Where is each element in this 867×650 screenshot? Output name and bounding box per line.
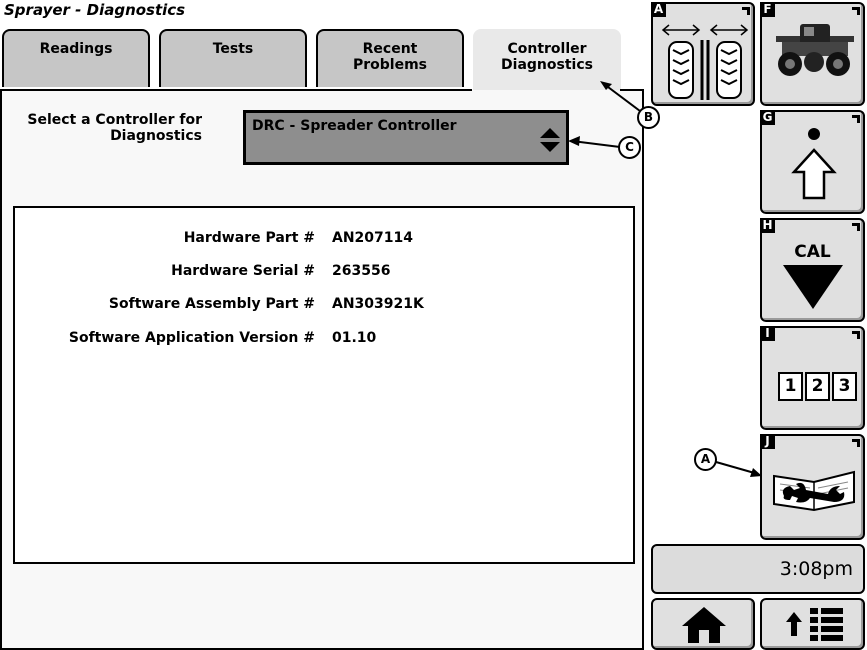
softkey-letter: A — [651, 2, 666, 17]
panel-border — [620, 89, 644, 91]
up-down-arrows-icon — [540, 128, 560, 152]
tab-label: Recent — [362, 41, 418, 57]
track-spacing-icon — [661, 24, 749, 100]
software-assembly-part-label: Software Assembly Part # — [108, 296, 315, 312]
tab-recent-problems[interactable]: Recent Problems — [316, 29, 464, 87]
cal-label: CAL — [794, 242, 831, 262]
software-version-value: 01.10 — [332, 330, 377, 346]
tab-label: Diagnostics — [501, 57, 593, 73]
callout-c: C — [618, 136, 641, 159]
hardware-serial-value: 263556 — [332, 263, 391, 279]
tab-label: Controller — [507, 41, 587, 57]
software-assembly-part-value: AN303921K — [332, 296, 424, 312]
softkey-h-calibration[interactable]: H CAL — [760, 218, 865, 322]
softkey-f-vehicle[interactable]: F — [760, 2, 865, 106]
softkey-letter: I — [760, 326, 775, 341]
hardware-part-value: AN207114 — [332, 230, 413, 246]
sprayer-vehicle-icon — [776, 24, 854, 76]
softkey-a-track-spacing[interactable]: A — [651, 2, 755, 106]
callout-a: A — [694, 448, 717, 471]
tab-controller-diagnostics[interactable]: Controller Diagnostics — [473, 29, 621, 91]
menu-list-icon — [786, 608, 843, 641]
corner-mark — [852, 331, 860, 339]
softkey-i-numeric[interactable]: I 1 2 3 — [760, 326, 865, 430]
home-icon — [682, 607, 726, 643]
hardware-serial-label: Hardware Serial # — [171, 263, 315, 279]
softkey-letter: F — [760, 2, 775, 17]
tab-tests[interactable]: Tests — [159, 29, 307, 87]
tab-label: Problems — [352, 57, 428, 73]
time-text: 3:08pm — [779, 558, 853, 580]
softkey-letter: G — [760, 110, 775, 125]
calibration-icon — [783, 265, 843, 309]
corner-mark — [852, 223, 860, 231]
tab-label: Readings — [39, 41, 113, 57]
callout-b: B — [637, 106, 660, 129]
softkey-g-shift[interactable]: G — [760, 110, 865, 214]
controller-dropdown[interactable]: DRC - Spreader Controller — [243, 110, 569, 165]
controller-select-label: Select a Controller for Diagnostics — [27, 112, 202, 144]
corner-mark — [852, 7, 860, 15]
softkey-j-diagnostics[interactable]: J — [760, 434, 865, 540]
page-title: Sprayer - Diagnostics — [4, 1, 186, 19]
corner-mark — [852, 439, 860, 447]
clock-display: 3:08pm — [651, 544, 865, 594]
tab-label: Tests — [212, 41, 254, 57]
software-version-label: Software Application Version # — [68, 330, 315, 346]
diagnostics-manual-wrench-icon — [773, 470, 855, 512]
menu-button[interactable] — [760, 598, 865, 650]
corner-mark — [742, 7, 750, 15]
hardware-part-label: Hardware Part # — [183, 230, 315, 246]
shift-up-arrow-icon — [791, 128, 837, 200]
tab-readings[interactable]: Readings — [2, 29, 150, 87]
panel-border — [0, 89, 472, 91]
dropdown-selected-value: DRC - Spreader Controller — [252, 118, 457, 134]
controller-info-box: Hardware Part # AN207114 Hardware Serial… — [13, 206, 635, 564]
corner-mark — [852, 115, 860, 123]
numeric-entry-icon: 1 2 3 — [778, 372, 857, 401]
softkey-letter: H — [760, 218, 775, 233]
home-button[interactable] — [651, 598, 755, 650]
softkey-letter: J — [760, 434, 775, 449]
